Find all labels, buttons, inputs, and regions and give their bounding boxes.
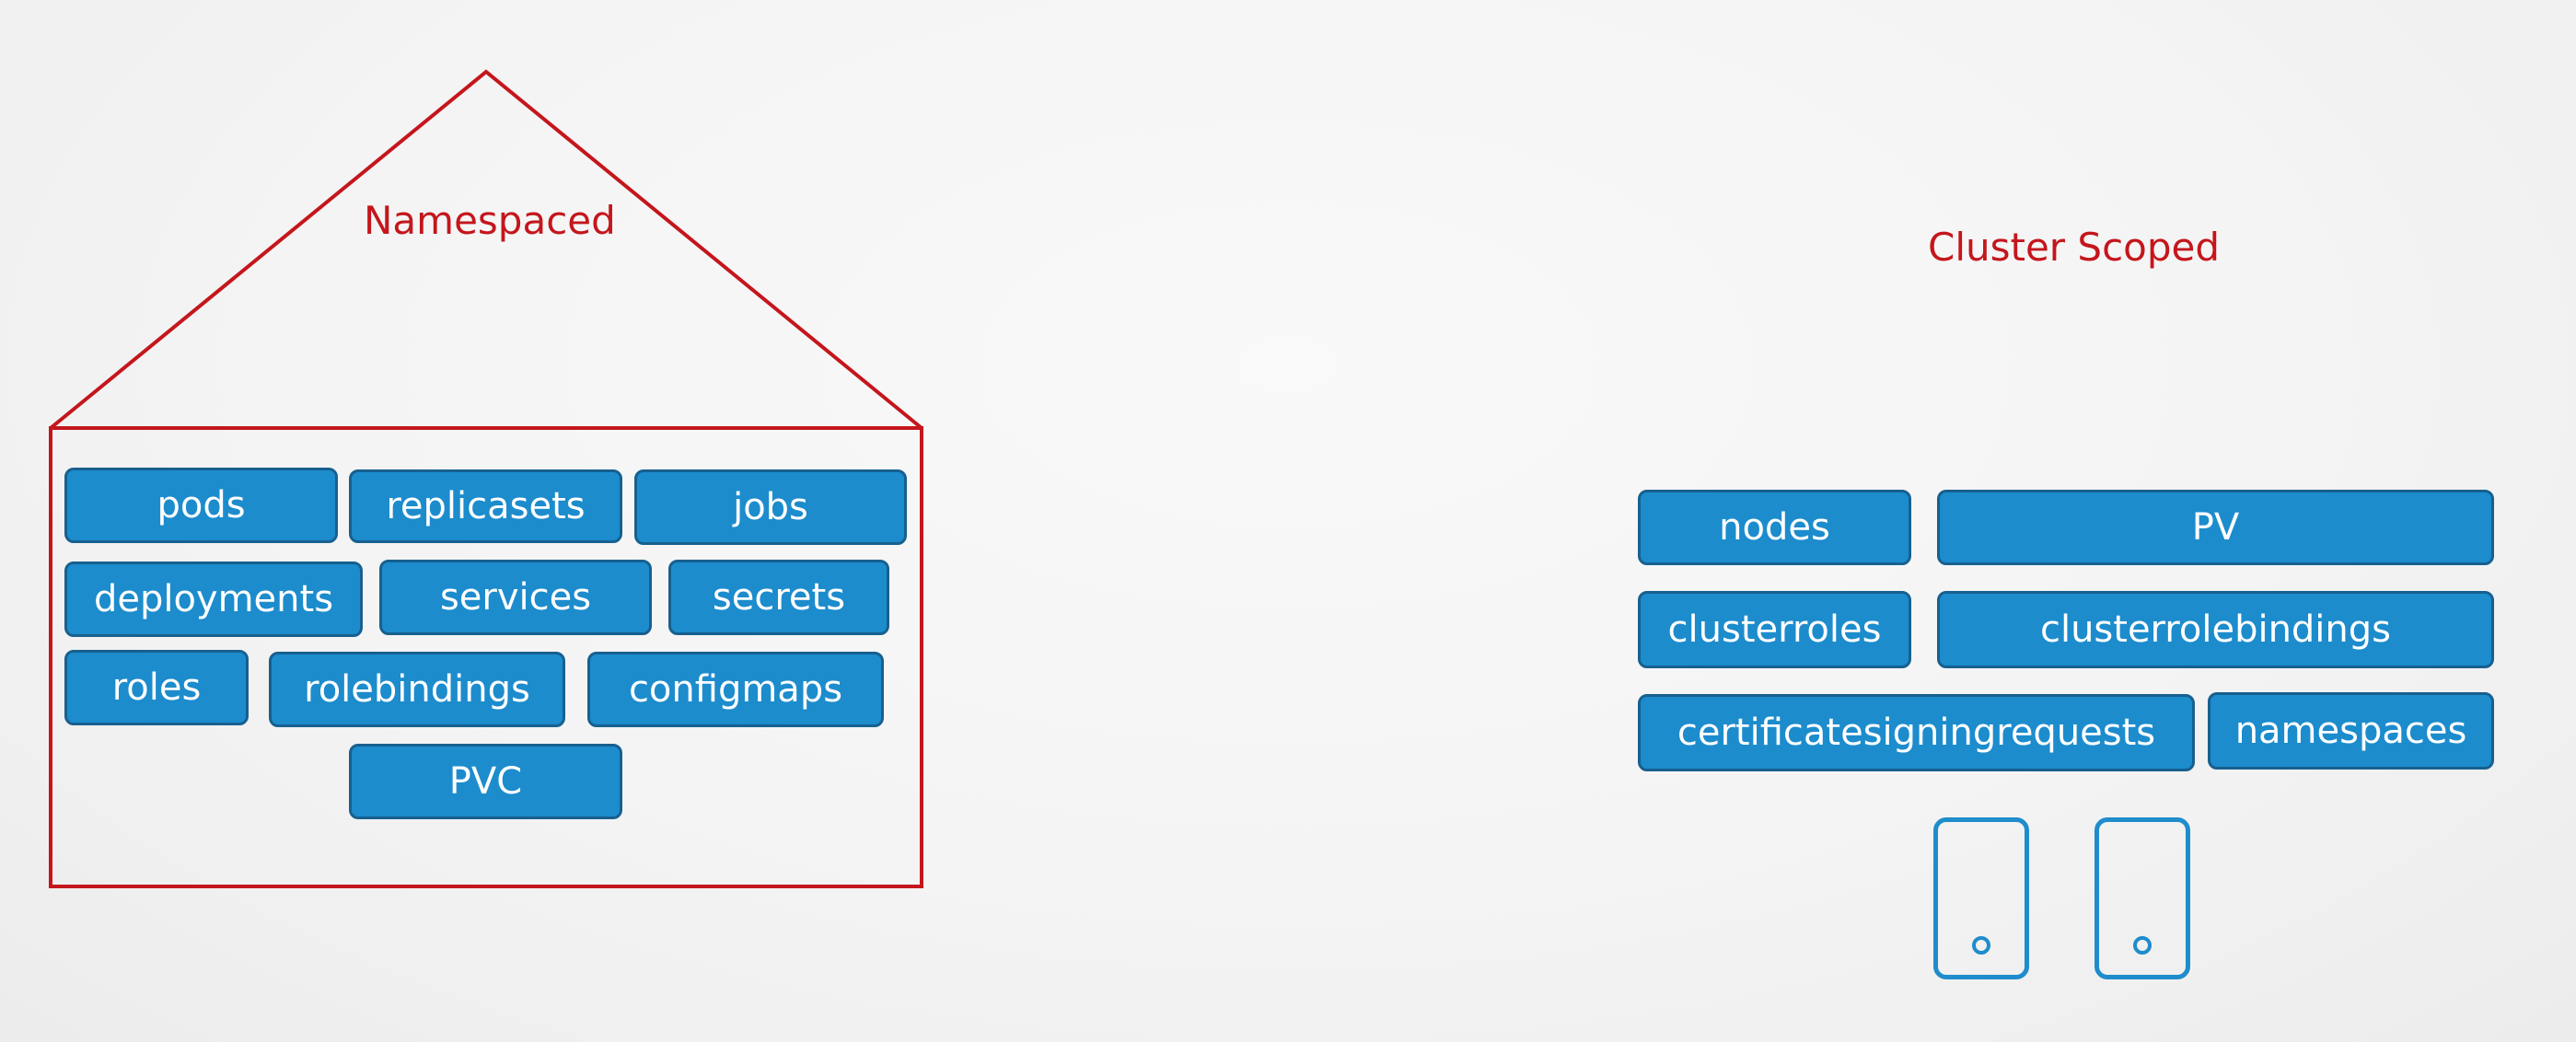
resource-chip-certificatesigningrequests: certificatesigningrequests	[1638, 694, 2195, 771]
resource-chip-deployments: deployments	[64, 562, 363, 637]
resource-chip-secrets: secrets	[668, 560, 889, 635]
node-device-icon	[2094, 817, 2190, 979]
node-device-icon	[1933, 817, 2029, 979]
resource-chip-namespaces: namespaces	[2208, 692, 2494, 770]
cluster-scoped-title: Cluster Scoped	[1928, 225, 2221, 270]
resource-chip-pods: pods	[64, 468, 338, 543]
resource-chip-rolebindings: rolebindings	[269, 652, 565, 727]
resource-chip-pv: PV	[1937, 490, 2494, 565]
resource-chip-pvc: PVC	[349, 744, 622, 819]
device-button-dot	[2133, 936, 2152, 955]
house-roof	[49, 69, 923, 430]
device-button-dot	[1972, 936, 1990, 955]
resource-chip-clusterrolebindings: clusterrolebindings	[1937, 591, 2494, 668]
resource-chip-configmaps: configmaps	[587, 652, 884, 727]
resource-chip-nodes: nodes	[1638, 490, 1911, 565]
resource-chip-services: services	[379, 560, 652, 635]
house-body	[49, 426, 923, 888]
namespaced-title: Namespaced	[364, 198, 616, 243]
resource-chip-roles: roles	[64, 650, 249, 725]
resource-chip-replicasets: replicasets	[349, 469, 622, 543]
resource-chip-jobs: jobs	[634, 469, 907, 545]
resource-chip-clusterroles: clusterroles	[1638, 591, 1911, 668]
